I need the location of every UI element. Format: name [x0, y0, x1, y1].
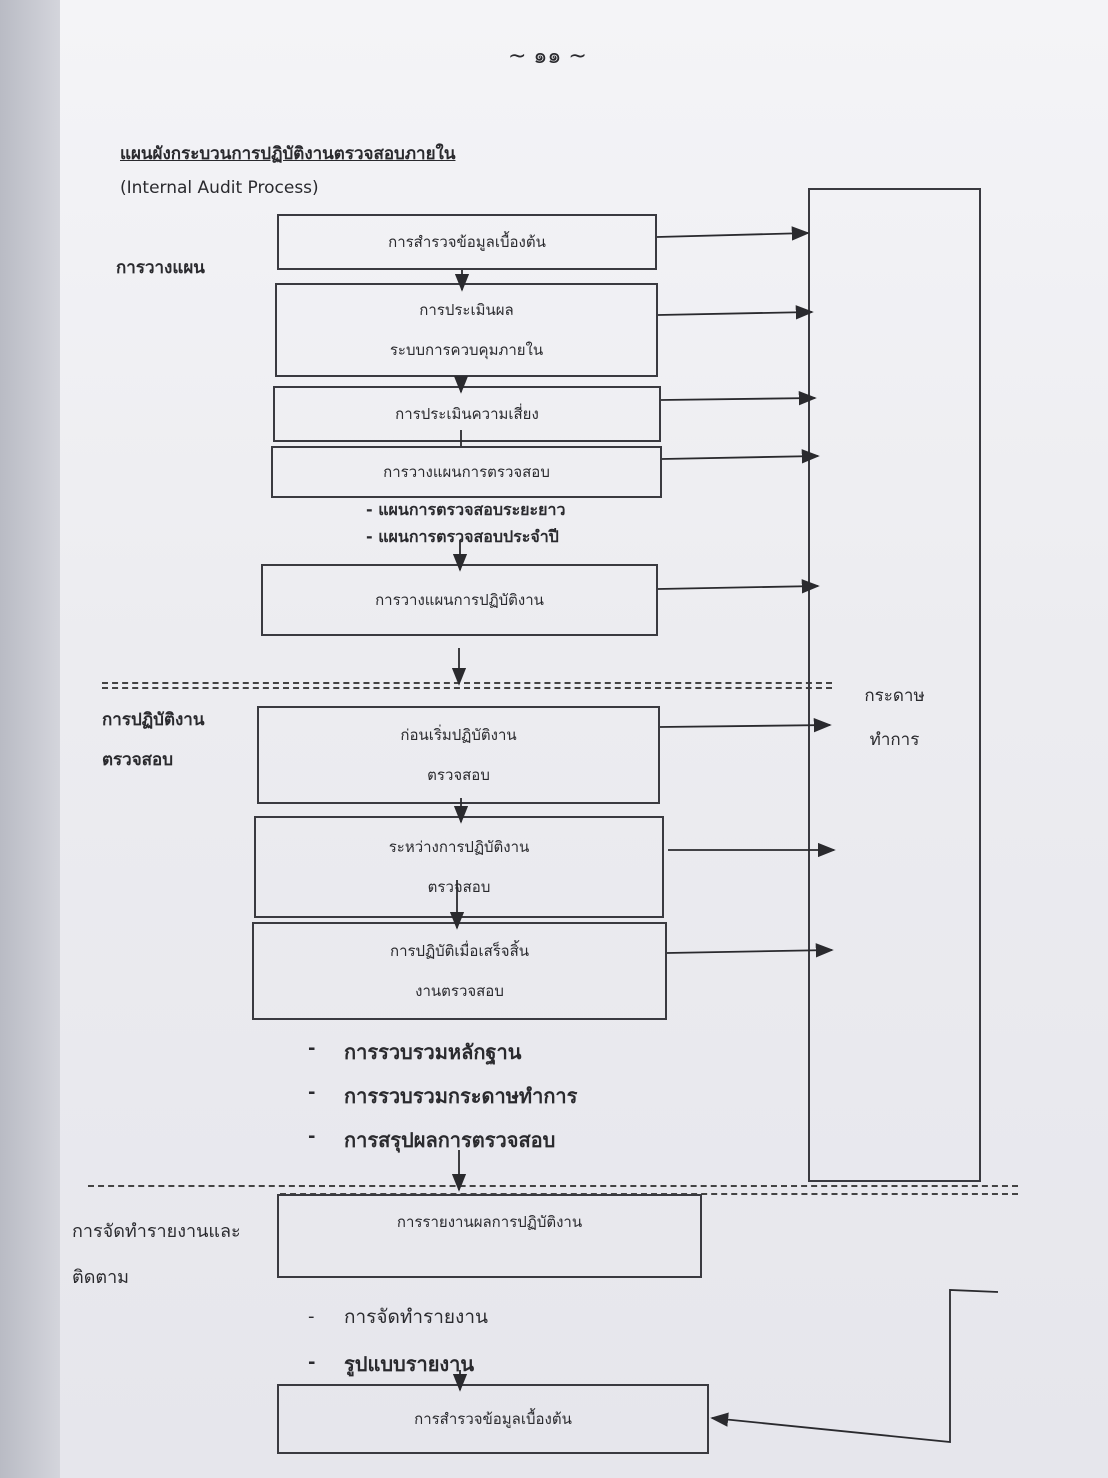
divider-fieldwork-reporting: [88, 1185, 1018, 1187]
arrow-risk-to-papers: [660, 391, 817, 406]
document-page: [60, 0, 1108, 1478]
page-title: แผนผังกระบวนการปฏิบัติงานตรวจสอบภายใน: [120, 144, 456, 164]
arrow-plan-to-papers: [661, 449, 820, 464]
working-papers-line1: กระดาษ: [864, 686, 925, 706]
box-eval-line1: การประเมินผล: [419, 301, 514, 319]
box-followup-survey: การสำรวจข้อมูลเบื้องต้น: [277, 1384, 709, 1454]
arrow-work-to-papers: [657, 579, 820, 594]
plan-item-long-term: - แผนการตรวจสอบระยะยาว: [366, 500, 566, 519]
report-dash-1: -: [308, 1306, 315, 1327]
working-papers-column: กระดาษ ทำการ: [808, 188, 981, 1182]
box-after-line1: การปฏิบัติเมื่อเสร็จสิ้น: [390, 942, 529, 960]
feedback-loop-arrow: [710, 1289, 999, 1443]
page-shadow-edge: [0, 0, 60, 1478]
box-preliminary-survey: การสำรวจข้อมูลเบื้องต้น: [277, 214, 657, 270]
divider-planning-fieldwork-2: [102, 687, 832, 689]
report-item-format: รูปแบบรายงาน: [344, 1352, 475, 1376]
box-before-fieldwork: ก่อนเริ่มปฏิบัติงาน ตรวจสอบ: [257, 706, 660, 804]
section-fieldwork-line1: การปฏิบัติงาน: [102, 710, 205, 730]
working-papers-line2: ทำการ: [869, 730, 920, 750]
box-during-line2: ตรวจสอบ: [427, 878, 491, 896]
box-followup-label: การสำรวจข้อมูลเบื้องต้น: [414, 1410, 572, 1428]
section-fieldwork-line2: ตรวจสอบ: [102, 750, 174, 770]
box-before-line2: ตรวจสอบ: [427, 766, 490, 784]
page-number: ~ ๑๑ ~: [508, 44, 587, 69]
section-reporting-line1: การจัดทำรายงานและ: [72, 1221, 241, 1242]
plan-item-annual: - แผนการตรวจสอบประจำปี: [366, 527, 559, 546]
box-eval-line2: ระบบการควบคุมภายใน: [389, 341, 544, 359]
arrow-before-to-papers: [659, 717, 832, 733]
divider-planning-fieldwork: [102, 682, 832, 684]
box-audit-planning: การวางแผนการตรวจสอบ: [271, 446, 662, 498]
box-reporting: การรายงานผลการปฏิบัติงาน: [277, 1194, 702, 1278]
fieldwork-dash-2: -: [308, 1082, 316, 1103]
box-during-line1: ระหว่างการปฏิบัติงาน: [388, 838, 530, 856]
fieldwork-dash-1: -: [308, 1038, 316, 1059]
box-after-line2: งานตรวจสอบ: [415, 982, 504, 1000]
fieldwork-item-workpapers: การรวบรวมกระดาษทำการ: [344, 1084, 578, 1108]
box-risk-label: การประเมินความเสี่ยง: [395, 405, 539, 423]
fieldwork-dash-3: -: [308, 1126, 316, 1147]
page-subtitle: (Internal Audit Process): [120, 178, 319, 198]
box-audit-plan-label: การวางแผนการตรวจสอบ: [383, 463, 550, 481]
arrow-survey-to-papers: [656, 226, 810, 241]
report-dash-2: -: [308, 1352, 316, 1373]
box-preliminary-survey-label: การสำรวจข้อมูลเบื้องต้น: [388, 233, 546, 251]
section-reporting-line2: ติดตาม: [72, 1267, 130, 1288]
arrow-eval-to-papers: [657, 305, 814, 320]
box-work-plan-label: การวางแผนการปฏิบัติงาน: [375, 591, 544, 609]
fieldwork-item-conclusion: การสรุปผลการตรวจสอบ: [344, 1128, 556, 1152]
box-report-label: การรายงานผลการปฏิบัติงาน: [396, 1213, 583, 1231]
report-item-prepare: การจัดทำรายงาน: [344, 1306, 488, 1328]
fieldwork-item-evidence: การรวบรวมหลักฐาน: [344, 1040, 522, 1064]
arrow-after-to-papers: [666, 943, 834, 958]
section-planning: การวางแผน: [116, 258, 205, 278]
box-before-line1: ก่อนเริ่มปฏิบัติงาน: [400, 726, 517, 744]
